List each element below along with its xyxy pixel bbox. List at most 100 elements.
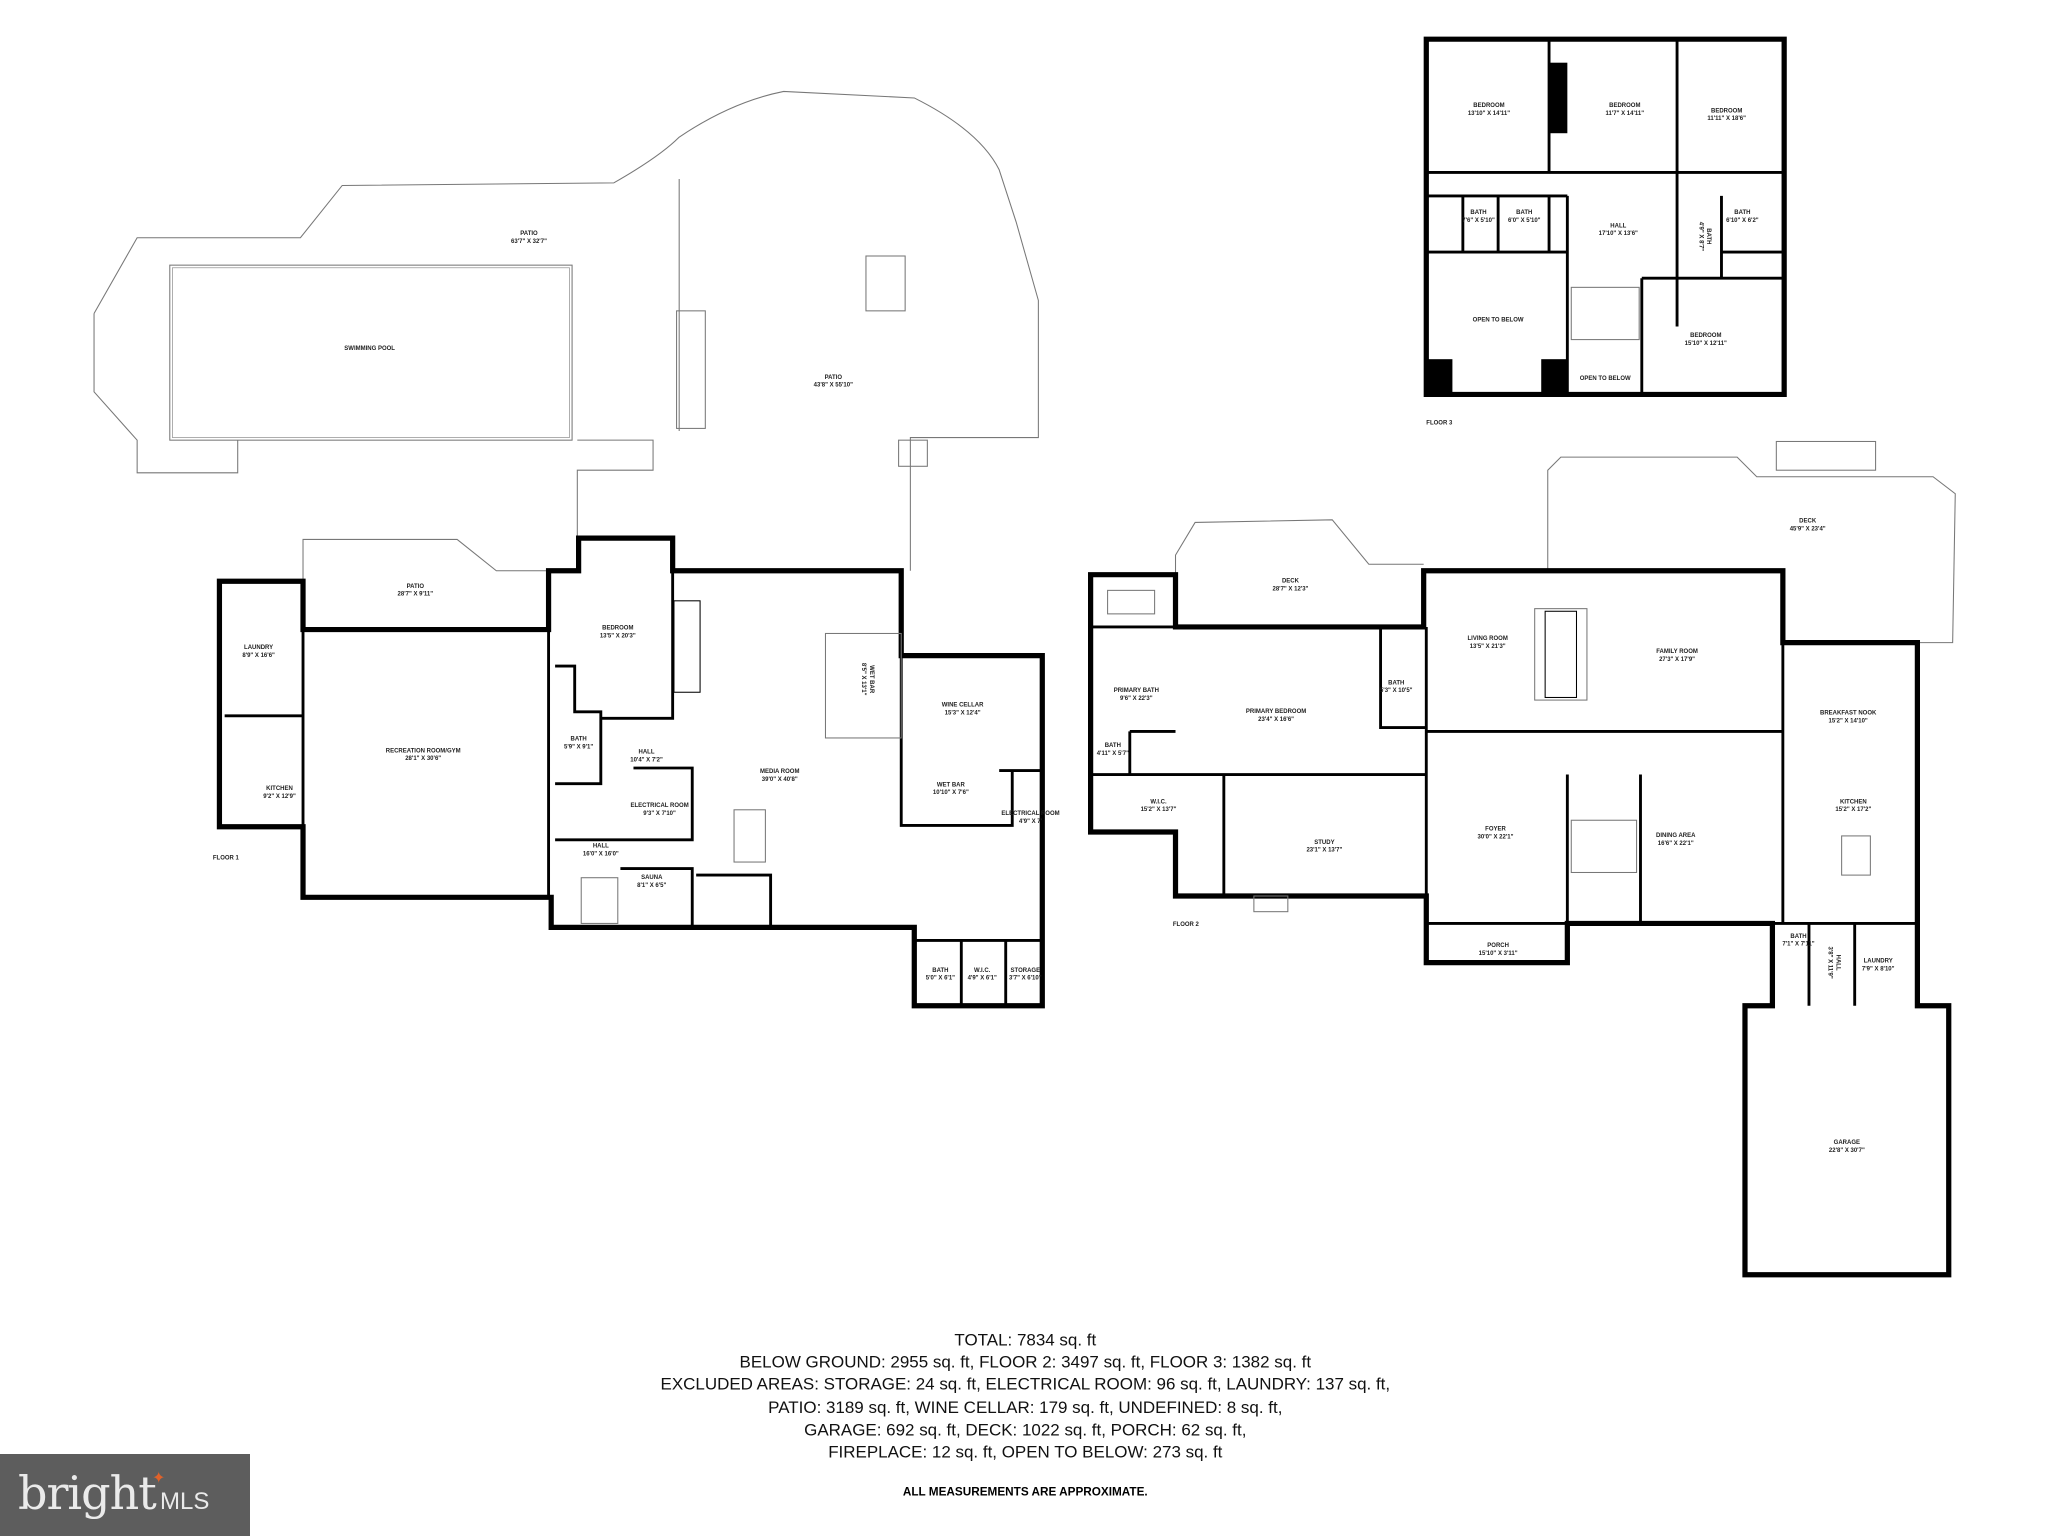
room-label: BATH 5'0" X 6'1" (926, 968, 955, 982)
room-name: PATIO (825, 375, 843, 381)
room-dimensions: 8'1" X 6'5" (637, 883, 666, 889)
room-dimensions: 22'8" X 30'7" (1829, 1148, 1865, 1154)
room-name: PORCH (1487, 943, 1509, 949)
room-name: BEDROOM (1711, 108, 1742, 114)
room-name: WINE CELLAR (942, 703, 984, 709)
room-dimensions: 4'11" X 5'7" (1097, 751, 1129, 757)
room-label: PATIO 28'7" X 9'11" (398, 584, 434, 598)
area-summary: TOTAL: 7834 sq. ft BELOW GROUND: 2955 sq… (661, 1330, 1391, 1498)
room-dimensions: 7'6" X 5'10" (1462, 218, 1495, 224)
room-name: LAUNDRY (244, 645, 273, 651)
room-dimensions: 5'0" X 6'1" (926, 976, 955, 982)
room-name: BEDROOM (1473, 103, 1504, 109)
summary-line: TOTAL: 7834 sq. ft (954, 1330, 1096, 1349)
room-name: DECK (1282, 579, 1300, 585)
floor1-walls (216, 535, 1045, 1009)
room-name: PRIMARY BATH (1114, 688, 1159, 694)
room-dimensions: 7'1" X 7'11" (1782, 942, 1814, 948)
room-dimensions: 15'10" X 12'11" (1685, 341, 1727, 347)
room-dimensions: 11'11" X 18'6" (1707, 116, 1746, 122)
summary-line: PATIO: 3189 sq. ft, WINE CELLAR: 179 sq.… (768, 1398, 1282, 1417)
room-name: WET BAR (937, 782, 966, 788)
room-dimensions: 8'5" X 13'1" (860, 663, 866, 696)
room-name: PATIO (520, 231, 538, 237)
room-label: OPEN TO BELOW (1580, 376, 1631, 382)
room-name: BATH (1790, 934, 1806, 940)
room-name: W.I.C. (1150, 799, 1167, 805)
room-name: BATH (1516, 210, 1532, 216)
room-name: OPEN TO BELOW (1580, 376, 1631, 382)
room-name: HALL (1610, 223, 1626, 229)
bright-mls-logo: bright ✦ MLS (0, 1454, 250, 1536)
room-dimensions: 30'0" X 22'1" (1478, 835, 1514, 841)
room-label: RECREATION ROOM/GYM 28'1" X 30'6" (386, 748, 461, 762)
room-name: LIVING ROOM (1468, 636, 1508, 642)
room-name: BATH (571, 737, 587, 743)
room-dimensions: 23'1" X 13'7" (1306, 848, 1342, 854)
room-name: RECREATION ROOM/GYM (386, 748, 461, 754)
logo-brand: bright (18, 1466, 157, 1520)
room-name: BATH (932, 968, 948, 974)
room-label: FOYER 30'0" X 22'1" (1478, 827, 1514, 841)
room-label: PRIMARY BATH 9'6" X 22'3" (1114, 688, 1159, 702)
room-label: BATH4'9" X 8'7" (1697, 222, 1711, 251)
room-dimensions: 16'0" X 16'0" (583, 852, 619, 858)
room-dimensions: 3'7" X 6'10" (1009, 976, 1042, 982)
room-name: HALL (639, 750, 655, 756)
room-dimensions: 23'4" X 16'6" (1258, 717, 1294, 723)
room-dimensions: 3'8" X 11'9" (1827, 946, 1833, 978)
room-name: STUDY (1314, 840, 1334, 846)
room-label: OPEN TO BELOW (1473, 317, 1524, 323)
room-dimensions: 9'6" X 22'3" (1120, 696, 1153, 702)
room-label: BATH 5'3" X 10'5" (1380, 680, 1413, 694)
room-label: STORAGE 3'7" X 6'10" (1009, 968, 1042, 982)
room-dimensions: 63'7" X 32'7" (511, 239, 547, 245)
room-name: GARAGE (1834, 1140, 1860, 1146)
room-dimensions: 4'9" X 8'7" (1697, 222, 1703, 251)
summary-line: BELOW GROUND: 2955 sq. ft, FLOOR 2: 3497… (740, 1353, 1312, 1372)
room-name: BEDROOM (602, 626, 633, 632)
room-dimensions: 17'10" X 13'6" (1599, 231, 1638, 237)
room-dimensions: 4'9" X 6'1" (968, 976, 997, 982)
room-name: STORAGE (1011, 968, 1041, 974)
measurement-note: ALL MEASUREMENTS ARE APPROXIMATE. (903, 1486, 1148, 1499)
room-dimensions: 5'3" X 10'5" (1380, 688, 1413, 694)
room-name: BREAKFAST NOOK (1820, 710, 1877, 716)
room-name: SWIMMING POOL (344, 346, 395, 352)
room-dimensions: 45'9" X 23'4" (1790, 526, 1826, 532)
room-dimensions: 27'3" X 17'9" (1659, 657, 1695, 663)
room-name: BATH (1388, 680, 1404, 686)
room-label: SWIMMING POOL (344, 346, 395, 352)
room-name: BEDROOM (1609, 103, 1640, 109)
floor2-walls (1088, 440, 1956, 1278)
room-name: OPEN TO BELOW (1473, 317, 1524, 323)
room-dimensions: 28'1" X 30'6" (405, 756, 441, 762)
room-dimensions: 10'10" X 7'6" (933, 790, 969, 796)
room-dimensions: 28'7" X 12'3" (1272, 586, 1308, 592)
summary-line: EXCLUDED AREAS: STORAGE: 24 sq. ft, ELEC… (661, 1375, 1391, 1394)
room-name: FOYER (1485, 827, 1506, 833)
room-label: STUDY 23'1" X 13'7" (1306, 840, 1342, 854)
room-dimensions: 7'9" X 8'10" (1862, 966, 1895, 972)
room-name: BATH (1470, 210, 1486, 216)
logo-star-icon: ✦ (152, 1470, 166, 1487)
room-dimensions: 4'9" X 7' (1019, 819, 1043, 825)
room-name: FAMILY ROOM (1656, 649, 1698, 655)
room-dimensions: 28'7" X 9'11" (398, 592, 434, 598)
room-label: GARAGE 22'8" X 30'7" (1829, 1140, 1865, 1154)
floor1-label: FLOOR 1 (213, 855, 240, 861)
room-name: PATIO (407, 584, 425, 590)
room-dimensions: 6'10" X 6'2" (1726, 218, 1759, 224)
room-label: HALL 17'10" X 13'6" (1599, 223, 1638, 237)
